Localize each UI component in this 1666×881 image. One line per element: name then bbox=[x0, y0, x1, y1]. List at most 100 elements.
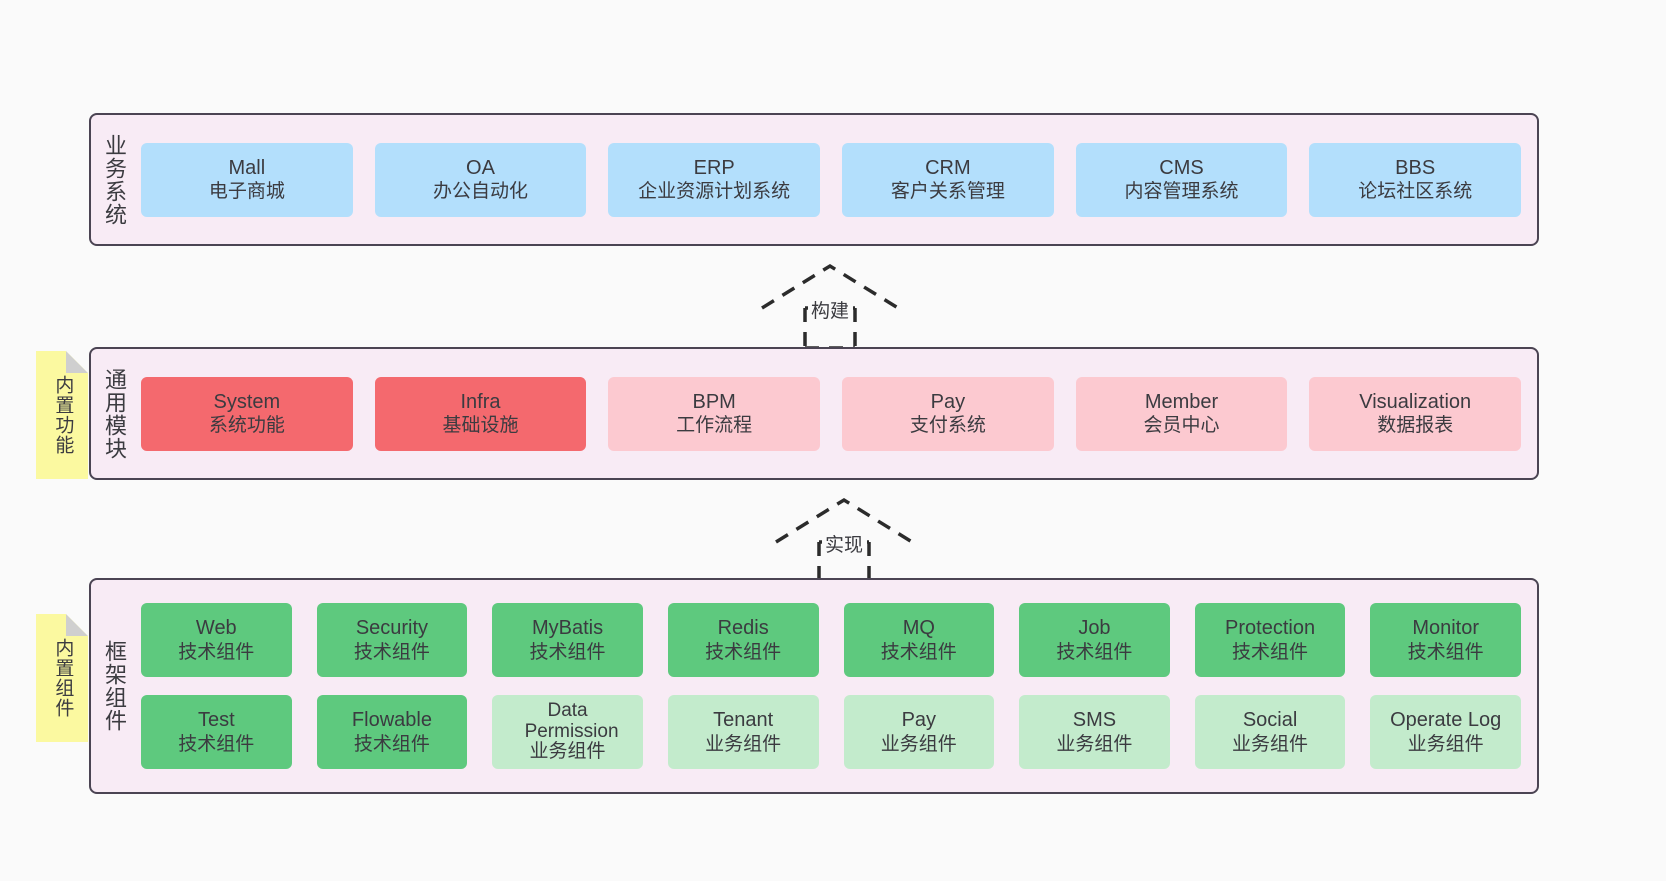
layer-body-framework-component: Web 技术组件 Security 技术组件 MyBatis 技术组件 Redi… bbox=[137, 580, 1537, 792]
box-title-cn: 技术组件 bbox=[353, 641, 430, 663]
box-title-cn: 业务组件 bbox=[1056, 733, 1133, 755]
box-title-en: Mall bbox=[228, 156, 266, 179]
connector-label-implement: 实现 bbox=[821, 530, 867, 557]
box-title-cn: 业务组件 bbox=[1232, 733, 1309, 755]
box-security[interactable]: Security 技术组件 bbox=[316, 603, 468, 677]
box-title-cn: 技术组件 bbox=[1407, 641, 1484, 663]
box-web[interactable]: Web 技术组件 bbox=[141, 603, 292, 677]
box-visualization[interactable]: Visualization 数据报表 bbox=[1309, 376, 1522, 451]
box-title-en: Pay bbox=[901, 709, 937, 732]
box-title-cn: 业务组件 bbox=[880, 733, 957, 755]
box-title-cn: 办公自动化 bbox=[433, 181, 529, 203]
box-title-cn: 技术组件 bbox=[529, 641, 606, 663]
box-title-cn: 会员中心 bbox=[1143, 415, 1220, 437]
layer-row: Mall 电子商城 OA 办公自动化 ERP 企业资源计划系统 CRM 客户关系… bbox=[141, 142, 1522, 217]
box-title-en: MyBatis bbox=[532, 617, 604, 640]
box-sms[interactable]: SMS 业务组件 bbox=[1019, 695, 1170, 769]
box-test[interactable]: Test 技术组件 bbox=[141, 695, 292, 769]
box-title-en: Flowable bbox=[351, 709, 432, 732]
box-title-en: BPM bbox=[692, 390, 736, 413]
box-title-en: ERP bbox=[693, 156, 735, 179]
layer-row: Test 技术组件 Flowable 技术组件 Data Permission … bbox=[141, 695, 1521, 769]
box-title-en: Protection bbox=[1225, 617, 1316, 640]
box-crm[interactable]: CRM 客户关系管理 bbox=[842, 142, 1054, 217]
box-mq[interactable]: MQ 技术组件 bbox=[843, 603, 995, 677]
box-title-cn: 工作流程 bbox=[676, 415, 753, 437]
connector-label-build: 构建 bbox=[807, 296, 853, 323]
box-pay-component[interactable]: Pay 业务组件 bbox=[843, 695, 995, 769]
box-title-en: Member bbox=[1144, 390, 1219, 413]
box-system[interactable]: System 系统功能 bbox=[141, 376, 353, 451]
box-erp[interactable]: ERP 企业资源计划系统 bbox=[608, 142, 821, 217]
layer-body-business-system: Mall 电子商城 OA 办公自动化 ERP 企业资源计划系统 CRM 客户关系… bbox=[137, 115, 1537, 244]
note-label: 内置功能 bbox=[52, 375, 74, 455]
box-bbs[interactable]: BBS 论坛社区系统 bbox=[1309, 142, 1522, 217]
box-operate-log[interactable]: Operate Log 业务组件 bbox=[1370, 695, 1521, 769]
box-title-cn: 数据报表 bbox=[1377, 415, 1454, 437]
box-title-cn: 基础设施 bbox=[442, 415, 519, 437]
layer-title-business-system: 业务系统 bbox=[101, 133, 127, 226]
layer-business-system[interactable]: 业务系统 Mall 电子商城 OA 办公自动化 ERP 企业资源计划系统 CRM… bbox=[89, 113, 1539, 246]
note-label: 内置组件 bbox=[52, 638, 74, 718]
box-title-cn: 技术组件 bbox=[353, 733, 430, 755]
box-title-en: Data Permission bbox=[524, 699, 619, 742]
box-title-en: MQ bbox=[902, 617, 935, 640]
box-title-cn: 技术组件 bbox=[178, 641, 255, 663]
box-member[interactable]: Member 会员中心 bbox=[1075, 376, 1288, 451]
layer-body-common-module: System 系统功能 Infra 基础设施 BPM 工作流程 Pay 支付系统… bbox=[137, 349, 1537, 478]
box-title-en: System bbox=[213, 390, 281, 413]
box-title-cn: 论坛社区系统 bbox=[1358, 181, 1473, 203]
note-fold-corner bbox=[66, 351, 88, 373]
box-tenant[interactable]: Tenant 业务组件 bbox=[667, 695, 819, 769]
box-title-en: SMS bbox=[1072, 709, 1117, 732]
box-cms[interactable]: CMS 内容管理系统 bbox=[1075, 142, 1288, 217]
box-title-en: Test bbox=[197, 709, 235, 732]
box-title-cn: 电子商城 bbox=[208, 181, 285, 203]
box-title-en: Monitor bbox=[1412, 617, 1480, 640]
box-oa[interactable]: OA 办公自动化 bbox=[374, 142, 587, 217]
box-title-cn: 系统功能 bbox=[208, 415, 285, 437]
note-builtin-component: 内置组件 bbox=[36, 614, 88, 742]
box-job[interactable]: Job 技术组件 bbox=[1019, 603, 1170, 677]
box-title-en: Job bbox=[1078, 617, 1111, 640]
box-bpm[interactable]: BPM 工作流程 bbox=[608, 376, 821, 451]
box-social[interactable]: Social 业务组件 bbox=[1194, 695, 1346, 769]
layer-row: System 系统功能 Infra 基础设施 BPM 工作流程 Pay 支付系统… bbox=[141, 376, 1522, 451]
box-mall[interactable]: Mall 电子商城 bbox=[141, 142, 353, 217]
box-title-en: Infra bbox=[460, 390, 501, 413]
box-mybatis[interactable]: MyBatis 技术组件 bbox=[492, 603, 643, 677]
box-title-cn: 技术组件 bbox=[705, 641, 782, 663]
box-title-cn: 客户关系管理 bbox=[890, 181, 1005, 203]
box-title-en: Pay bbox=[930, 390, 966, 413]
box-title-cn: 业务组件 bbox=[705, 733, 782, 755]
layer-framework-component[interactable]: 框架组件 Web 技术组件 Security 技术组件 MyBatis 技术组件… bbox=[89, 578, 1539, 794]
layer-title-common-module: 通用模块 bbox=[101, 367, 127, 460]
box-title-cn: 企业资源计划系统 bbox=[638, 181, 791, 203]
box-title-en: BBS bbox=[1395, 156, 1436, 179]
note-fold-corner bbox=[66, 614, 88, 636]
box-pay[interactable]: Pay 支付系统 bbox=[842, 376, 1054, 451]
box-title-en: OA bbox=[466, 156, 495, 179]
box-title-en: Redis bbox=[717, 617, 769, 640]
box-data-permission[interactable]: Data Permission 业务组件 bbox=[492, 695, 643, 769]
connector-implement: 实现 bbox=[770, 492, 918, 584]
layer-title-framework-component: 框架组件 bbox=[101, 640, 127, 732]
box-redis[interactable]: Redis 技术组件 bbox=[667, 603, 819, 677]
layer-common-module[interactable]: 通用模块 System 系统功能 Infra 基础设施 BPM 工作流程 Pay… bbox=[89, 347, 1539, 480]
box-title-en: Web bbox=[195, 617, 237, 640]
box-title-cn: 技术组件 bbox=[1056, 641, 1133, 663]
box-infra[interactable]: Infra 基础设施 bbox=[374, 376, 587, 451]
box-title-cn: 业务组件 bbox=[1407, 733, 1484, 755]
box-title-en: Security bbox=[355, 617, 429, 640]
box-flowable[interactable]: Flowable 技术组件 bbox=[316, 695, 468, 769]
box-title-en: Tenant bbox=[713, 709, 774, 732]
box-title-cn: 业务组件 bbox=[529, 741, 606, 763]
box-title-cn: 技术组件 bbox=[178, 733, 255, 755]
box-title-en: Visualization bbox=[1359, 390, 1472, 413]
box-title-en: Operate Log bbox=[1390, 709, 1502, 732]
box-monitor[interactable]: Monitor 技术组件 bbox=[1370, 603, 1521, 677]
box-title-cn: 技术组件 bbox=[880, 641, 957, 663]
note-builtin-feature: 内置功能 bbox=[36, 351, 88, 479]
box-protection[interactable]: Protection 技术组件 bbox=[1194, 603, 1346, 677]
